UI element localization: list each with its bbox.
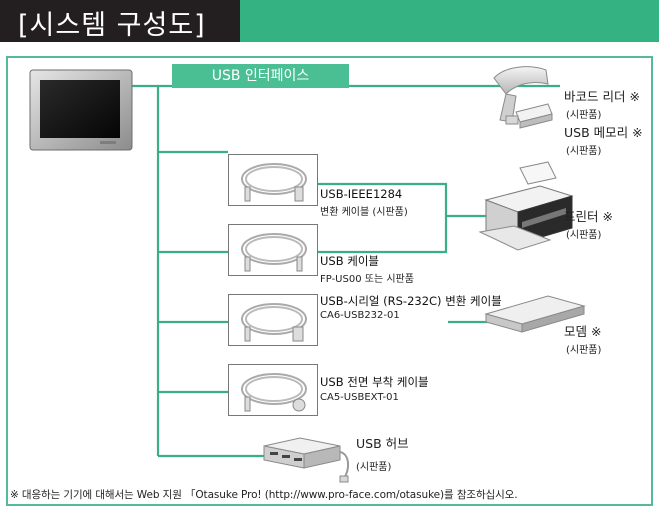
barcode-reader-label: 바코드 리더 ※	[564, 89, 640, 104]
printer-sub: (시판품)	[566, 230, 602, 241]
modem-icon	[484, 295, 586, 333]
display-unit	[29, 69, 133, 151]
cable-usb-label: USB 케이블	[320, 254, 380, 268]
cable-front-sub: CA5-USBEXT-01	[320, 392, 399, 403]
printer-icon	[478, 161, 574, 251]
cable-ieee1284-sub: 변환 케이블 (시판품)	[320, 207, 408, 218]
footnote: ※ 대응하는 기기에 대해서는 Web 지원 「Otasuke Pro! (ht…	[10, 489, 518, 501]
cable-serial-sub: CA6-USB232-01	[320, 310, 400, 321]
title-dark-block	[0, 0, 240, 42]
title-green-band	[240, 0, 659, 42]
barcode-reader-sub: (시판품)	[566, 110, 602, 121]
cable-serial-label: USB-시리얼 (RS-232C) 변환 케이블	[320, 294, 502, 308]
cable-icon	[241, 303, 307, 342]
cable-front-label: USB 전면 부착 케이블	[320, 375, 429, 389]
cable-image-ieee1284	[228, 154, 318, 206]
cable-ieee1284-label: USB-IEEE1284	[320, 187, 403, 201]
cable-icon	[241, 163, 307, 202]
title-bar: [시스템 구성도]	[0, 0, 659, 42]
cable-icon	[241, 373, 307, 412]
cable-image-serial	[228, 294, 318, 346]
usb-hub-sub: (시판품)	[356, 462, 392, 473]
barcode-reader-icon	[493, 66, 549, 123]
page-title: [시스템 구성도]	[18, 10, 206, 41]
cable-image-usb	[228, 224, 318, 276]
cable-image-front	[228, 364, 318, 416]
modem-sub: (시판품)	[566, 345, 602, 356]
printer-label: 프린터 ※	[564, 209, 613, 224]
modem-label: 모뎀 ※	[564, 324, 602, 339]
usb-memory-icon	[505, 103, 553, 129]
usb-memory-label: USB 메모리 ※	[564, 125, 643, 140]
cable-icon	[241, 233, 307, 272]
usb-memory-sub: (시판품)	[566, 146, 602, 157]
cable-usb-sub: FP-US00 또는 시판품	[320, 274, 414, 285]
usb-hub-label: USB 허브	[356, 436, 409, 451]
usb-hub-icon	[263, 437, 350, 483]
usb-interface-label: USB 인터페이스	[172, 64, 349, 88]
